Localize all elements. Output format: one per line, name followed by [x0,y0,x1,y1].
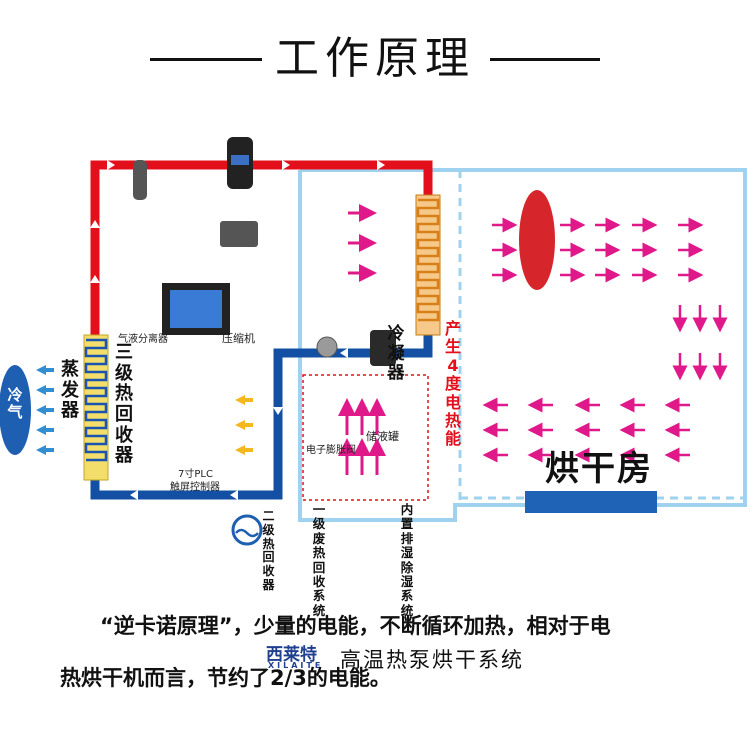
heat-recovery-3-label: 三级热回收器 [115,342,133,467]
waste-heat-arrows [338,398,386,475]
hot-pipe-arrow-right-3 [377,160,385,170]
cold-pipe-arrow-down [273,407,283,415]
cold-air-label: 冷气 [7,386,23,422]
input-power-tag [220,221,258,247]
brand-logo [231,514,263,546]
gas-liquid-separator [133,160,147,200]
dry-room-label: 烘干房 [545,449,653,489]
heat-recovery-2-arrows [235,395,253,455]
receiver-tank [370,330,396,366]
caption: “逆卡诺原理”，少量的电能，不断循环加热，相对于电 热烘干机而言，节约了2/3的… [60,600,730,704]
system-name: 高温热泵烘干系统 [340,648,524,672]
diagram-svg [0,137,747,546]
hot-pipe-arrow-right-1 [107,160,115,170]
air-duct-outline [298,168,747,522]
cold-pipe-arrow-left-2 [230,490,238,500]
condenser-label: 冷凝器 [387,324,405,384]
hot-pipe-arrow-up-2 [90,220,100,228]
evaporator-label: 蒸发器 [61,359,79,422]
touch-controller-label: 触屏控制器 [170,482,220,493]
hot-air-right-arrows [492,217,704,283]
hot-air-left-arrows [482,397,690,463]
cold-pipe-arrow-left-3 [340,348,348,358]
plc-label: 7寸PLC [178,469,213,480]
hot-air-badge [519,190,555,290]
heat-recovery-2-label: 二级热回收器 [262,509,275,592]
gate-label: 大门 [557,620,624,638]
caption-line-1: “逆卡诺原理”，少量的电能，不断循环加热，相对于电 [100,614,611,638]
generate-heat-label: 产生4度电热能 [444,319,461,449]
title-left-rule [150,58,262,61]
cold-refrigerant-pipe [90,330,433,500]
hot-air-label: 80度热风 [527,324,547,390]
page-title: 工作原理 [275,33,475,84]
cold-air-badge [0,365,31,455]
title-right-rule [490,58,600,61]
expansion-valve-label: 电子膨胀阀 [306,445,356,456]
condenser-inflow-arrows [348,204,377,282]
dehumid-label: 内置排湿除湿系统 [400,502,414,618]
hot-air-down-arrows [672,305,728,381]
separator-label: 气液分离器 [118,334,168,345]
waste-heat-label: 一级废热回收系统 [312,502,326,618]
hot-pipe-arrow-up-1 [90,275,100,283]
evaporator-coil-wave [84,338,108,462]
compressor-label: 压缩机 [222,332,255,345]
receiver-label: 储液罐 [366,430,399,443]
caption-line-2: 热烘干机而言，节约了2/3的电能。 [60,666,391,690]
brand-name-cn: 西莱特 [266,645,317,665]
input-power-label: 输入一度电能 [224,347,254,370]
cold-pipe-arrow-left-1 [130,490,138,500]
brand-name-en: XILAITE [268,661,324,670]
evaporator-coil [83,334,109,481]
hot-pipe-arrow-right-2 [282,160,290,170]
expansion-valve [316,336,338,358]
waste-heat-box [302,374,429,501]
touch-controller-screen [170,290,222,328]
cold-air-arrows [36,365,54,455]
gate-bar [525,491,657,513]
brand-logo-wave [235,528,259,538]
heat-pump-diagram: 冷气 蒸发器 三级热回收器 气液分离器 压缩机 输入一度电能 7寸PLC 触屏控… [0,125,750,672]
compressor-label-plate [231,155,249,165]
hot-refrigerant-pipe [90,160,433,340]
condenser-coil-wave [416,198,440,322]
